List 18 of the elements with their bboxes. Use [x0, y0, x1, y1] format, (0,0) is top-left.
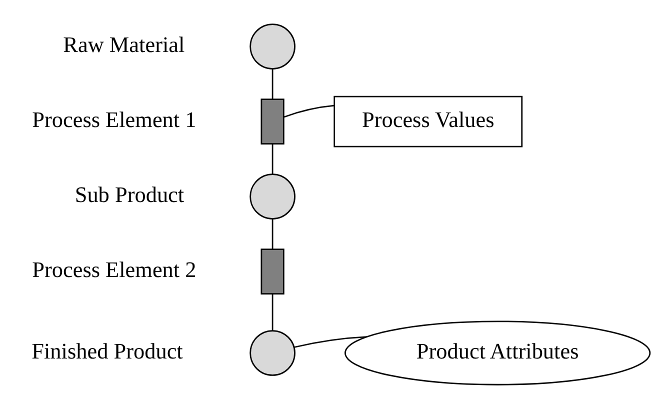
- node-box: [260, 248, 284, 294]
- node-label: Raw Material: [63, 32, 185, 57]
- node-box: Process Values: [334, 96, 523, 148]
- node-label: Finished Product: [32, 338, 183, 364]
- node-circle: [250, 330, 296, 376]
- connector: [272, 68, 274, 100]
- connector: [272, 218, 274, 250]
- connector: [272, 144, 274, 174]
- node-box: [260, 98, 284, 144]
- node-label: Process Element 2: [32, 256, 196, 282]
- node-circle: [250, 24, 296, 70]
- node-ellipse: Product Attributes: [344, 320, 651, 386]
- connector: [284, 104, 334, 118]
- connector: [272, 294, 274, 330]
- node-circle: [250, 174, 296, 220]
- node-label: Sub Product: [74, 182, 184, 207]
- connector: [294, 336, 368, 348]
- node-label: Process Element 1: [32, 106, 196, 132]
